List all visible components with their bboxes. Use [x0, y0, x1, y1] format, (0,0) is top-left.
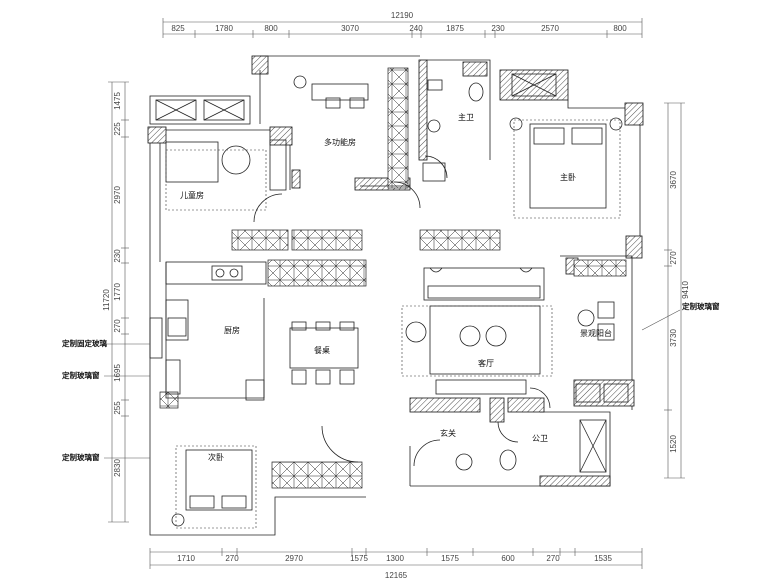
left-dim-2: 225: [113, 122, 122, 136]
top-total-dim: 12190: [391, 11, 414, 20]
master-bath-fixtures: [427, 79, 484, 133]
room-labels: 多功能房 主卫 主卧 儿童房 厨房 餐桌 客厅 景观阳台 次卧 玄关 公卫: [180, 112, 612, 462]
top-dim-1: 825: [171, 24, 185, 33]
top-dim-8: 2570: [541, 24, 559, 33]
public-bath-fixtures: [455, 449, 517, 471]
dining-table: [289, 321, 359, 385]
right-dim-3: 3730: [669, 329, 678, 347]
room-label-entrance: 玄关: [440, 428, 456, 438]
bottom-dimensions: 1710 270 2970 1575 1300 1575 600 270 153…: [149, 548, 643, 580]
room-label-second-bedroom: 次卧: [208, 452, 224, 462]
left-dim-9: 2830: [113, 459, 122, 477]
bottom-dim-5: 1300: [386, 554, 404, 563]
left-dim-3: 2970: [113, 186, 122, 204]
top-dimensions: 12190 825 1780 800 3070 240 1875 230 257…: [162, 11, 643, 38]
note-glass-window-right: 定制玻璃窗: [682, 301, 720, 311]
room-label-kids-room: 儿童房: [180, 190, 204, 200]
callout-notes: 定制固定玻璃 定制玻璃窗 定制玻璃窗 定制玻璃窗: [62, 301, 720, 462]
room-label-master-bath: 主卫: [458, 112, 474, 122]
note-glass-window-1: 定制玻璃窗: [62, 370, 100, 380]
balcony-furniture: [575, 301, 629, 403]
note-fixed-glass: 定制固定玻璃: [62, 338, 107, 348]
kids-bed: [165, 139, 287, 211]
room-label-living: 客厅: [478, 358, 494, 368]
right-dim-2: 270: [669, 251, 678, 265]
living-room-furniture: [401, 267, 553, 395]
room-label-kitchen: 厨房: [224, 325, 240, 335]
top-dim-5: 240: [409, 24, 423, 33]
cabinets: [159, 67, 627, 489]
top-dim-3: 800: [264, 24, 278, 33]
bottom-dim-9: 1535: [594, 554, 612, 563]
room-label-balcony: 景观阳台: [580, 328, 612, 338]
right-dim-1: 3670: [669, 171, 678, 189]
bottom-dim-1: 1710: [177, 554, 195, 563]
top-dim-2: 1780: [215, 24, 233, 33]
second-bed: [171, 445, 257, 529]
top-dim-9: 800: [613, 24, 627, 33]
bottom-dim-7: 600: [501, 554, 515, 563]
kitchen-area: [149, 261, 267, 401]
left-dim-8: 255: [113, 401, 122, 415]
room-label-master-bedroom: 主卧: [560, 172, 576, 182]
door-swings: [253, 155, 551, 467]
multi-function-furniture: [293, 75, 410, 187]
bottom-total-dim: 12165: [385, 571, 408, 580]
right-total-dim: 9410: [681, 281, 690, 299]
room-label-dining: 餐桌: [314, 345, 330, 355]
master-bed: [509, 117, 623, 219]
bottom-dim-2: 270: [225, 554, 239, 563]
left-total-dim: 11720: [102, 289, 111, 311]
top-dim-6: 1875: [446, 24, 464, 33]
room-label-public-bath: 公卫: [532, 434, 548, 443]
bottom-dim-3: 2970: [285, 554, 303, 563]
right-dimensions: 3670 270 3730 1520 9410: [664, 102, 690, 479]
bottom-dim-8: 270: [546, 554, 560, 563]
left-dimensions: 1475 225 2970 230 1770 270 1695 255 2830…: [102, 81, 129, 523]
left-dim-4: 230: [113, 249, 122, 263]
left-dim-6: 270: [113, 319, 122, 333]
left-dim-1: 1475: [113, 92, 122, 110]
top-dim-4: 3070: [341, 24, 359, 33]
left-dim-5: 1770: [113, 283, 122, 301]
bottom-dim-4: 1575: [350, 554, 368, 563]
left-dim-7: 1695: [113, 364, 122, 382]
bottom-dim-6: 1575: [441, 554, 459, 563]
right-dim-4: 1520: [669, 435, 678, 453]
room-label-multi-function: 多功能房: [324, 137, 356, 147]
note-glass-window-2: 定制玻璃窗: [62, 452, 100, 462]
top-dim-7: 230: [491, 24, 505, 33]
